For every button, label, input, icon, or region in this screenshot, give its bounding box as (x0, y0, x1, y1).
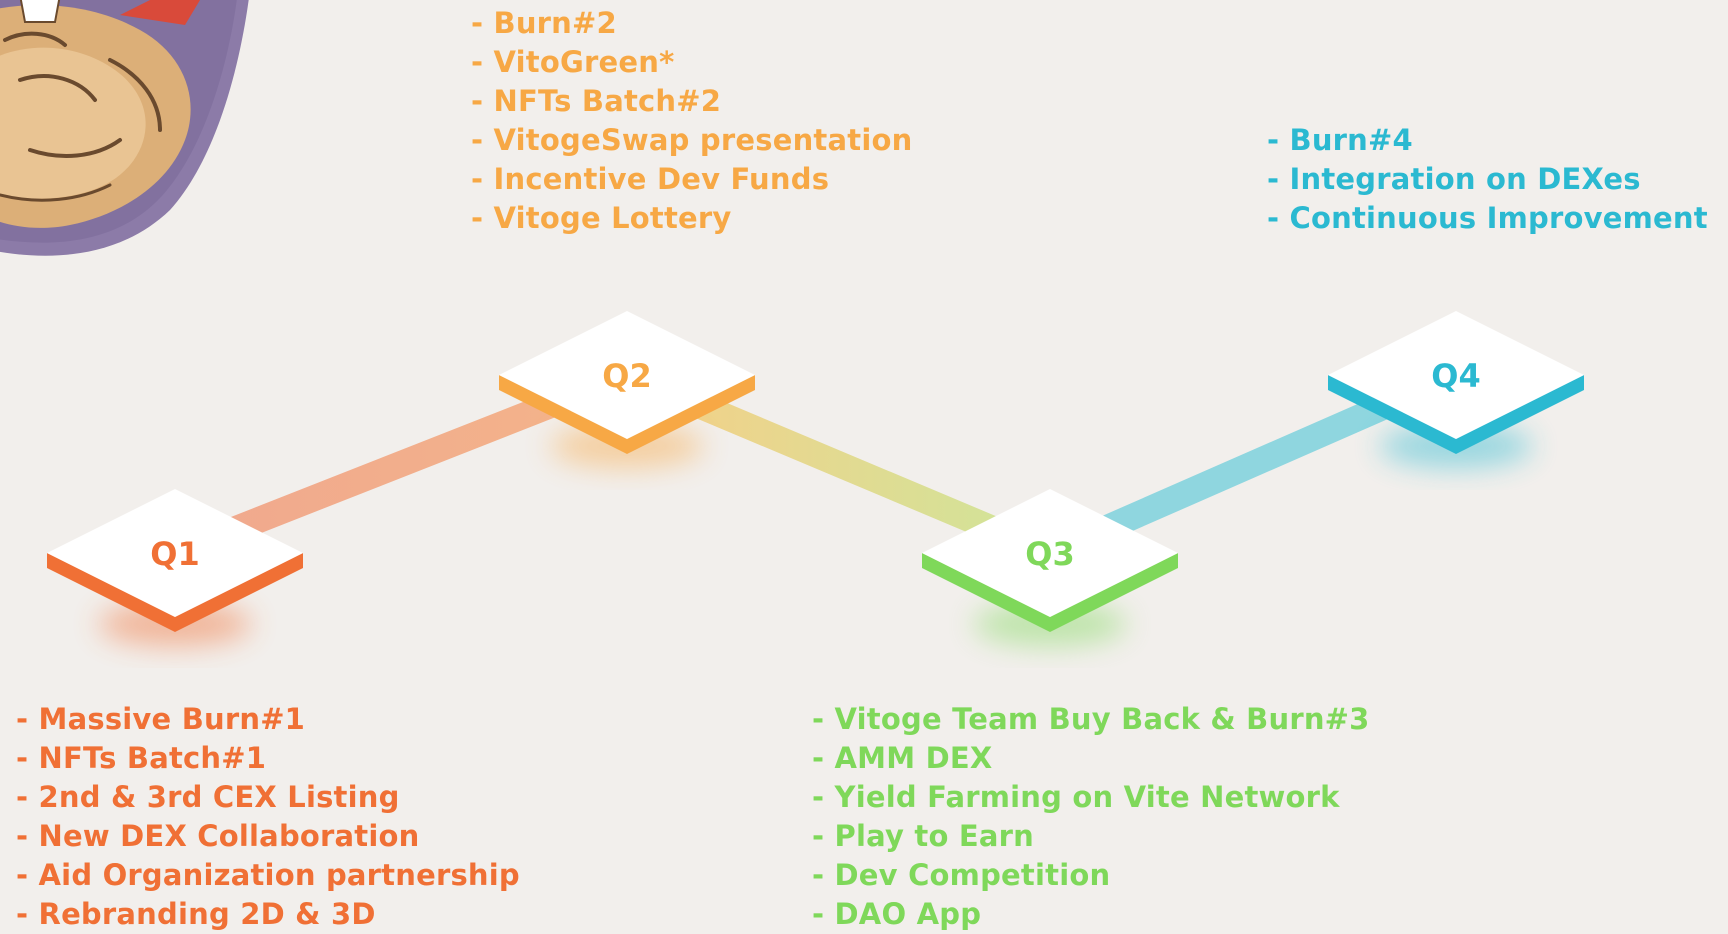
q3-milestone-item: - DAO App (812, 897, 982, 931)
q4-node: Q4 (1328, 311, 1584, 468)
q3-label: Q3 (1025, 535, 1074, 573)
q2-milestone-item: - VitoGreen* (471, 45, 675, 79)
q3-diamond-side (922, 553, 1178, 632)
q1-milestone-item: - Aid Organization partnership (16, 858, 520, 892)
q3-milestone-item: - Dev Competition (812, 858, 1111, 892)
q2-diamond-side (499, 375, 755, 454)
q2-milestone-item: - Vitoge Lottery (471, 201, 732, 235)
q4-diamond-top (1328, 311, 1584, 439)
q2-milestone-item: - Burn#2 (471, 6, 617, 40)
q2-milestone-list: - Burn#2 - VitoGreen* - NFTs Batch#2 - Vito… (471, 4, 912, 238)
q1-milestone-item: - Rebranding 2D & 3D (16, 897, 376, 931)
q1-milestone-item: - 2nd & 3rd CEX Listing (16, 780, 400, 814)
q2-milestone-item: - Incentive Dev Funds (471, 162, 830, 196)
q3-diamond-top (922, 489, 1178, 617)
q2-diamond-top (499, 311, 755, 439)
q4-milestone-item: - Burn#4 (1267, 123, 1413, 157)
q1-node: Q1 (47, 489, 303, 646)
q1-diamond-side (47, 553, 303, 632)
q1-milestone-item: - Massive Burn#1 (16, 702, 306, 736)
mascot-illustration (0, 0, 249, 256)
q2-node: Q2 (499, 311, 755, 468)
q1-milestone-item: - New DEX Collaboration (16, 819, 420, 853)
q3-milestone-item: - Vitoge Team Buy Back & Burn#3 (812, 702, 1370, 736)
q1-diamond-top (47, 489, 303, 617)
q4-milestone-item: - Continuous Improvement (1267, 201, 1708, 235)
q3-milestone-list: - Vitoge Team Buy Back & Burn#3 - AMM DEX… (812, 700, 1370, 934)
q4-milestone-list: - Burn#4 - Integration on DEXes - Continuo… (1267, 121, 1708, 238)
q4-milestone-item: - Integration on DEXes (1267, 162, 1641, 196)
q1-milestone-list: - Massive Burn#1 - NFTs Batch#1 - 2nd & 3r… (16, 700, 520, 934)
q3-milestone-item: - Yield Farming on Vite Network (812, 780, 1340, 814)
q3-node: Q3 (922, 489, 1178, 646)
q2-milestone-item: - VitogeSwap presentation (471, 123, 913, 157)
q2-milestone-item: - NFTs Batch#2 (471, 84, 722, 118)
q1-label: Q1 (150, 535, 199, 573)
q3-milestone-item: - AMM DEX (812, 741, 993, 775)
q4-label: Q4 (1431, 357, 1480, 395)
q3-milestone-item: - Play to Earn (812, 819, 1035, 853)
q4-diamond-side (1328, 375, 1584, 454)
q1-milestone-item: - NFTs Batch#1 (16, 741, 267, 775)
q2-label: Q2 (602, 357, 651, 395)
